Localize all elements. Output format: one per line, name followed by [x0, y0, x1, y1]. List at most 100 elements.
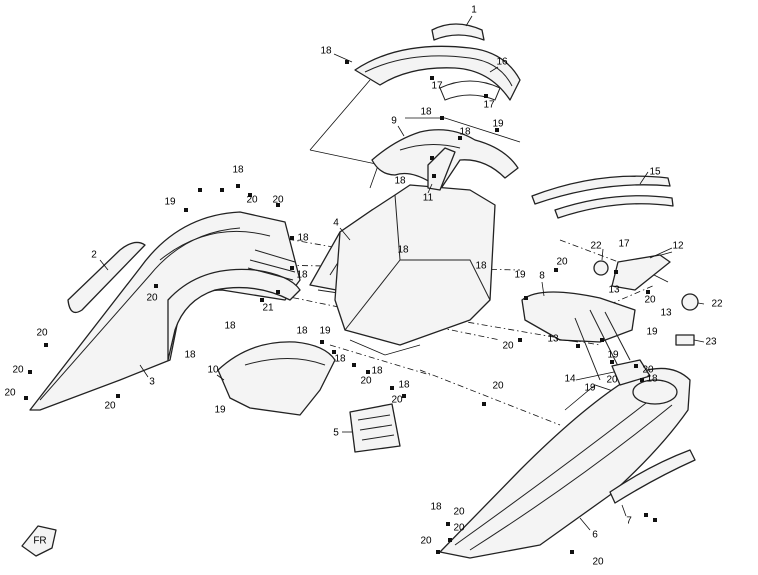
bolt-marker	[484, 94, 488, 98]
part-15-long-trim-strip	[531, 175, 671, 205]
callout-14: 14	[564, 374, 576, 385]
bolt-marker	[518, 338, 522, 342]
bolt-marker	[248, 193, 252, 197]
bolt-marker	[220, 188, 224, 192]
callout-18: 18	[296, 326, 308, 337]
callout-13: 13	[547, 334, 559, 345]
callout-6: 6	[592, 530, 598, 541]
callout-17: 17	[618, 239, 630, 250]
bolt-marker	[614, 270, 618, 274]
callout-19: 19	[319, 326, 331, 337]
bolt-marker	[366, 370, 370, 374]
callout-22: 22	[590, 241, 602, 252]
callout-18: 18	[397, 245, 409, 256]
callout-20: 20	[556, 257, 568, 268]
bolt-marker	[600, 338, 604, 342]
callout-20: 20	[360, 376, 372, 387]
fastener-markers	[24, 60, 657, 554]
part-1-top-trim	[431, 23, 485, 41]
callout-17: 17	[431, 81, 443, 92]
bolt-marker	[44, 343, 48, 347]
part-22-round-reflector-right	[681, 293, 699, 311]
bolt-marker	[198, 188, 202, 192]
callout-18: 18	[394, 176, 406, 187]
bolt-marker	[482, 402, 486, 406]
callout-20: 20	[592, 557, 604, 568]
callout-leaders	[99, 15, 705, 531]
bolt-marker	[352, 363, 356, 367]
bolt-marker	[390, 386, 394, 390]
bolt-marker	[432, 174, 436, 178]
callout-18: 18	[232, 165, 244, 176]
bolt-marker	[276, 290, 280, 294]
callout-18: 18	[297, 233, 309, 244]
part-11-small-support	[427, 147, 456, 191]
callout-18: 18	[334, 354, 346, 365]
callout-18: 18	[430, 502, 442, 513]
bolt-marker	[440, 116, 444, 120]
bolt-marker	[646, 290, 650, 294]
bolt-marker	[345, 60, 349, 64]
callout-19: 19	[514, 270, 526, 281]
callout-20: 20	[453, 507, 465, 518]
callout-2: 2	[91, 250, 97, 261]
callout-19: 19	[492, 119, 504, 130]
callout-19: 19	[214, 405, 226, 416]
callout-22: 22	[711, 299, 723, 310]
bolt-marker	[276, 203, 280, 207]
bolt-marker	[320, 340, 324, 344]
callout-19: 19	[607, 350, 619, 361]
part-inner-storage-box	[334, 184, 496, 346]
part-12-rear-light-bracket	[611, 254, 671, 291]
callout-13: 13	[660, 308, 672, 319]
part-16-upper-arch-cover	[354, 45, 521, 101]
bolt-marker	[154, 284, 158, 288]
bolt-marker	[184, 208, 188, 212]
callout-19: 19	[646, 327, 658, 338]
callout-20: 20	[246, 195, 258, 206]
callout-21: 21	[262, 303, 274, 314]
bolt-marker	[332, 350, 336, 354]
bolt-marker	[430, 156, 434, 160]
callout-10: 10	[207, 365, 219, 376]
callout-18: 18	[475, 261, 487, 272]
callout-labels: 1 2 3 4 5 6 7 8 9 10 11 12 13 13 13 14 1…	[4, 5, 723, 568]
callout-5: 5	[333, 428, 339, 439]
callout-20: 20	[492, 381, 504, 392]
callout-18: 18	[224, 321, 236, 332]
bolt-marker	[610, 360, 614, 364]
bolt-marker	[260, 298, 264, 302]
bolt-marker	[448, 538, 452, 542]
callout-19: 19	[164, 197, 176, 208]
callout-18: 18	[184, 350, 196, 361]
part-7-lower-right-strip	[609, 449, 696, 504]
bolt-marker	[458, 136, 462, 140]
callout-20: 20	[644, 295, 656, 306]
callout-11: 11	[423, 193, 434, 204]
callout-4: 4	[333, 218, 339, 229]
part-3-fender-flare	[167, 268, 301, 361]
bolt-marker	[634, 364, 638, 368]
bolt-marker	[28, 370, 32, 374]
bolt-marker	[576, 344, 580, 348]
bolt-marker	[24, 396, 28, 400]
front-direction-label: FR	[33, 536, 46, 547]
callout-3: 3	[149, 377, 155, 388]
callout-20: 20	[391, 395, 403, 406]
callout-23: 23	[705, 337, 717, 348]
callout-16: 16	[496, 57, 508, 68]
bolt-marker	[640, 378, 644, 382]
part-22-round-reflector-left	[593, 260, 609, 276]
callout-20: 20	[272, 195, 284, 206]
bolt-marker	[430, 76, 434, 80]
callout-20: 20	[36, 328, 48, 339]
callout-19: 19	[584, 383, 596, 394]
callout-7: 7	[626, 516, 632, 527]
callout-15: 15	[649, 167, 661, 178]
callout-17: 17	[483, 100, 495, 111]
bolt-marker	[436, 550, 440, 554]
bolt-marker	[116, 394, 120, 398]
bolt-marker	[446, 522, 450, 526]
bolt-marker	[236, 184, 240, 188]
